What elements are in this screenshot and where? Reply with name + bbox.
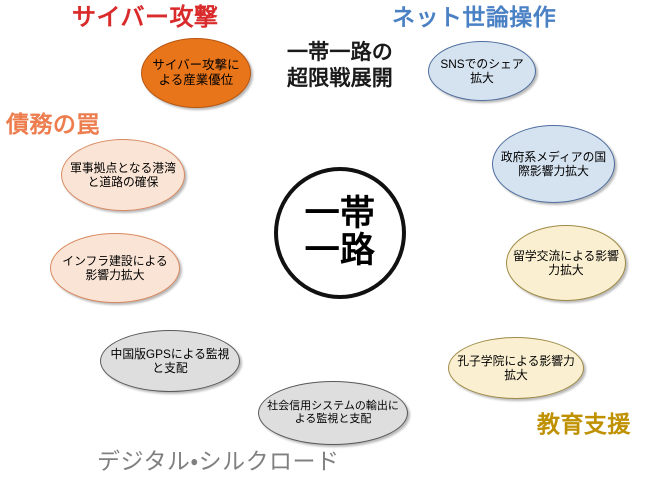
center-node-line2: 一路 [304,231,376,270]
category-label-digital-silk-road: デジタル・シルクロード [97,448,340,474]
node-china-gps: 中国版GPSによる監視と支配 [100,330,240,392]
node-state-media-label: 政府系メディアの国際影響力拡大 [500,149,607,178]
node-state-media: 政府系メディアの国際影響力拡大 [492,125,615,203]
category-label-education: 教育支援 [537,411,631,437]
node-social-credit: 社会信用システムの輸出による監視と支配 [258,381,408,445]
center-node-line1: 一帯 [304,194,376,234]
node-infrastructure-label: インフラ建設による影響力拡大 [62,253,168,282]
node-military-ports: 軍事拠点となる港湾と道路の確保 [61,139,185,211]
node-confucius-institute: 孔子学院による影響力拡大 [448,337,584,399]
category-label-cyber: サイバー攻撃 [72,4,219,31]
node-study-abroad-label: 留学交流による影響力拡大 [513,248,619,277]
node-social-credit-label: 社会信用システムの輸出による監視と支配 [267,399,399,425]
node-confucius-institute-label: 孔子学院による影響力拡大 [457,353,575,382]
node-cyber-industry: サイバー攻撃による産業優位 [141,38,251,108]
node-infrastructure: インフラ建設による影響力拡大 [50,233,180,303]
node-sns-share-label: SNSでのシェア拡大 [440,56,524,85]
diagram-title-line2: 超限戦展開 [286,67,394,91]
node-military-ports-label: 軍事拠点となる港湾と道路の確保 [70,160,176,189]
category-label-debt-trap: 債務の罠 [6,111,100,137]
node-china-gps-label: 中国版GPSによる監視と支配 [110,346,230,375]
center-node-text: 一帯 一路 [304,194,376,270]
diagram-title-line1: 一帯一路の [286,41,394,64]
center-node-belt-and-road: 一帯 一路 [274,167,406,299]
category-label-net-opinion: ネット世論操作 [392,4,557,30]
node-cyber-industry-label: サイバー攻撃による産業優位 [152,57,240,87]
node-study-abroad: 留学交流による影響力拡大 [506,225,626,301]
diagram-title: 一帯一路の 超限戦展開 [270,40,410,93]
node-sns-share: SNSでのシェア拡大 [428,41,536,101]
